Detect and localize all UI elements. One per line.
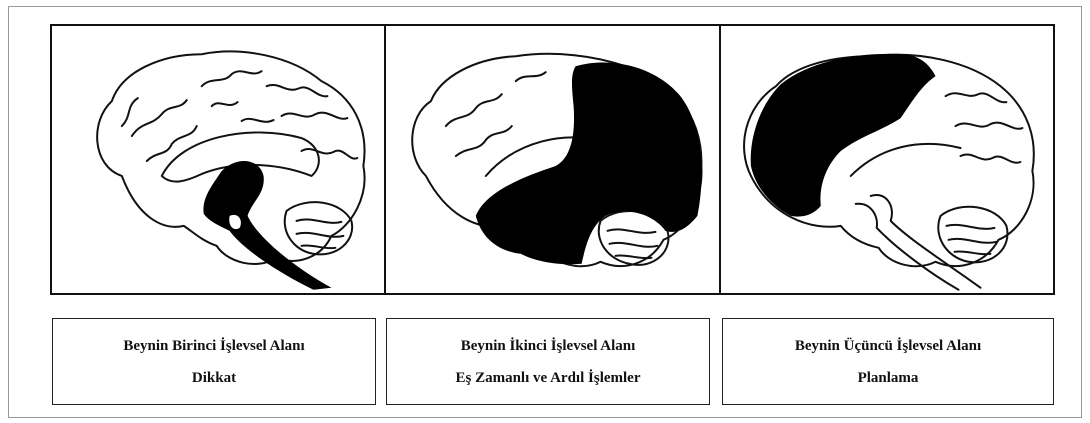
caption-title: Beynin İkinci İşlevsel Alanı [461, 330, 636, 362]
highlight-frontal-cortex [750, 54, 935, 217]
caption-box-first-unit: Beynin Birinci İşlevsel Alanı Dikkat [52, 318, 376, 405]
brain-panel-first-functional-unit [52, 26, 384, 293]
caption-title: Beynin Birinci İşlevsel Alanı [123, 330, 304, 362]
highlight-brainstem [203, 161, 331, 290]
brain-panels [50, 24, 1055, 295]
brain-panel-third-functional-unit [719, 26, 1053, 293]
brain-sagittal-illustration-3 [721, 26, 1053, 293]
brainstem [870, 195, 980, 288]
caption-box-second-unit: Beynin İkinci İşlevsel Alanı Eş Zamanlı … [386, 318, 710, 405]
caption-title: Beynin Üçüncü İşlevsel Alanı [795, 330, 981, 362]
caption-subtitle: Planlama [858, 362, 919, 394]
caption-subtitle: Eş Zamanlı ve Ardıl İşlemler [456, 362, 641, 394]
caption-subtitle: Dikkat [192, 362, 236, 394]
brain-panel-second-functional-unit [384, 26, 718, 293]
caption-box-third-unit: Beynin Üçüncü İşlevsel Alanı Planlama [722, 318, 1054, 405]
brain-sagittal-illustration-2 [386, 26, 718, 293]
cerebellum [938, 207, 1007, 263]
brain-sagittal-illustration-1 [52, 26, 384, 293]
